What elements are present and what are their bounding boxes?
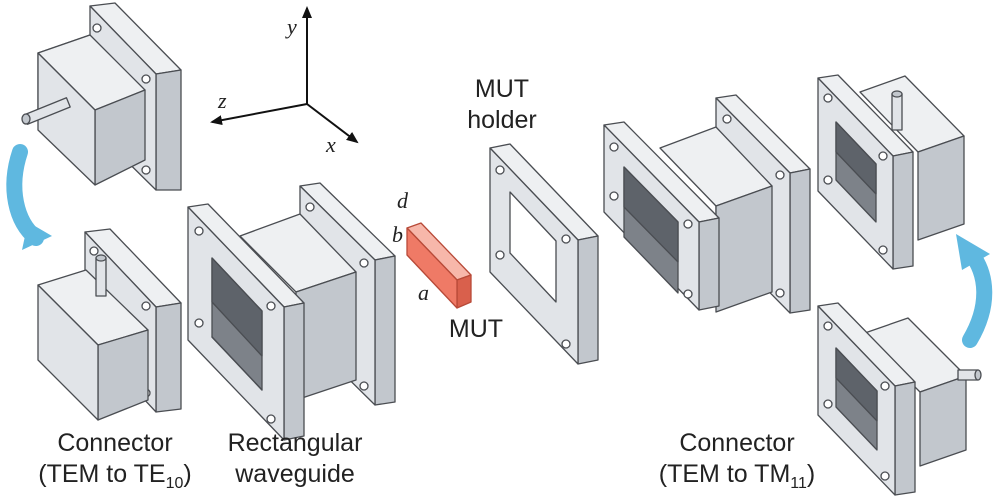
front-flange (603, 121, 720, 311)
rotate-arrow-left (6, 144, 52, 250)
rectangular-waveguide (187, 182, 396, 441)
waveguide-line2: waveguide (235, 460, 355, 488)
mut-sample (406, 222, 472, 309)
waveguide-label: Rectangular waveguide (220, 428, 370, 490)
connector-left-label: Connector (TEM to TE10) (35, 428, 195, 499)
connector-right-line1: Connector (679, 429, 795, 457)
connector-te10 (37, 228, 182, 421)
z-axis-label: z (218, 88, 227, 113)
y-axis-label: y (287, 14, 297, 39)
mut-label: MUT (448, 315, 504, 343)
body (859, 75, 965, 241)
coordinate-axes (210, 6, 359, 144)
body (861, 317, 967, 467)
connector-tm11-rotated (817, 302, 982, 496)
z-axis (210, 103, 308, 126)
mut-dim-b: b (392, 222, 403, 247)
connector-left-line1: Connector (57, 429, 173, 457)
right-waveguide (603, 94, 811, 314)
body (37, 34, 146, 186)
pin (21, 97, 71, 125)
mut-holder-label: MUT holder (452, 74, 552, 136)
x-axis (306, 103, 359, 144)
connector-tm11 (817, 74, 965, 270)
connector-te10-rotated (21, 2, 182, 191)
rotate-arrow-right (956, 234, 993, 348)
mut-holder-line2: holder (467, 106, 537, 134)
body (37, 269, 149, 421)
connector-left-line2: (TEM to TE10) (38, 460, 192, 492)
x-axis-label: x (326, 132, 336, 157)
pin (957, 369, 982, 381)
flange (817, 74, 914, 270)
mut-dim-d: d (397, 188, 408, 213)
connector-right-line2: (TEM to TM11) (658, 460, 816, 492)
mut-holder-line1: MUT (474, 75, 530, 103)
flange (817, 302, 916, 496)
pin (891, 90, 903, 131)
mut-dim-a: a (418, 280, 429, 305)
front-flange (187, 203, 305, 441)
waveguide-line1: Rectangular (227, 429, 363, 457)
body (239, 213, 357, 401)
connector-right-label: Connector (TEM to TM11) (652, 428, 822, 499)
pin (95, 254, 107, 297)
mut-holder (489, 143, 599, 365)
